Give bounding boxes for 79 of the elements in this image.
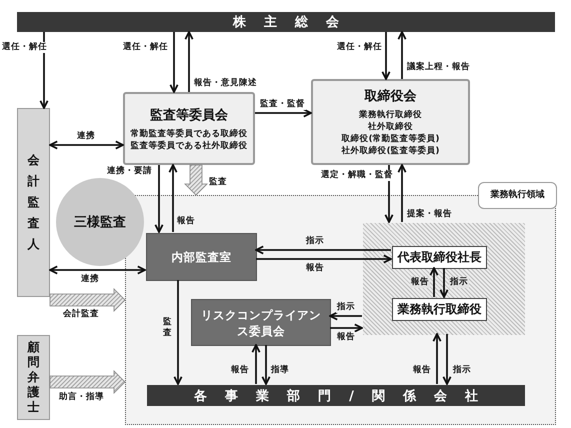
edge-label: 報告	[412, 365, 432, 376]
edge-label: 連携	[76, 131, 96, 142]
arrow	[168, 164, 178, 232]
edge-label: 連携・要請	[106, 166, 153, 177]
edge-label: 選定・解職・監督	[320, 170, 394, 181]
member-text: 社外取締役	[368, 121, 413, 133]
committee-box	[123, 92, 255, 165]
arrow	[184, 31, 194, 92]
arrow	[170, 32, 178, 93]
edge-label: 指導	[270, 365, 290, 376]
arrow	[398, 31, 406, 79]
block-arrow	[184, 164, 208, 196]
arrow	[442, 334, 452, 385]
edge-label: 報告・意見陳述	[193, 78, 258, 89]
edge-label: 連携	[80, 274, 100, 285]
committee-box	[191, 299, 331, 346]
edge-label: 指示	[449, 277, 469, 288]
edge-label: 報告	[176, 216, 196, 227]
edge-label: 選任・解任	[1, 42, 48, 53]
edge-label: 監査・監督	[259, 99, 306, 110]
block-arrow	[50, 288, 126, 312]
area-tab: 業務執行領域	[478, 182, 557, 209]
division-bar	[147, 385, 525, 406]
box-label: 代表取締役社長	[398, 249, 482, 266]
arrow	[440, 268, 448, 298]
member-text: 業務執行取締役	[359, 109, 422, 121]
vertical-label: 会計監査人	[28, 152, 40, 253]
edge-label: 報告	[410, 277, 430, 288]
arrow	[255, 246, 391, 254]
arrow	[329, 312, 362, 320]
box-label: リスクコンプライアンス委員会	[200, 306, 322, 338]
member-text: 監査等委員である社外取締役	[130, 140, 248, 152]
arrow	[430, 267, 438, 297]
edge-label: 選任・解任	[336, 42, 383, 53]
edge-label: 選任・解任	[122, 42, 169, 53]
edge-label: 監査	[208, 177, 228, 188]
member-text: 社外取締役(監査等委員)	[342, 145, 440, 157]
edge-label: 助言・指導	[58, 392, 105, 403]
edge-label: 報告	[230, 365, 250, 376]
edge-label: 議案上程・報告	[406, 62, 471, 73]
arrow	[255, 108, 312, 118]
arrow	[262, 345, 270, 385]
auditor-box	[17, 108, 50, 297]
box-label: 業務執行取締役	[398, 301, 482, 318]
bar-title: 株主総会	[233, 14, 357, 31]
arrow	[252, 344, 260, 384]
vertical-label: 顧問弁護士	[28, 340, 40, 415]
lawyer-box	[17, 335, 50, 420]
box-label: 内部監査室	[172, 249, 232, 265]
president-box	[392, 246, 487, 269]
arrow	[398, 164, 406, 222]
header-bar	[17, 12, 555, 32]
arrow	[382, 32, 390, 80]
audit-office-box	[146, 233, 257, 281]
arrow	[49, 266, 146, 274]
arrow	[330, 324, 363, 332]
edge-label: 指示	[452, 365, 472, 376]
arrow	[256, 254, 392, 264]
director-box	[392, 298, 487, 321]
arrow	[154, 165, 164, 233]
edge-label: 報告	[336, 332, 356, 343]
arrow	[174, 280, 182, 385]
arrow	[49, 140, 124, 150]
member-text: 取締役(常勤監査等委員)	[342, 133, 440, 145]
arrow	[432, 333, 442, 384]
board-box	[311, 79, 470, 165]
edge-label: 会計監査	[62, 309, 100, 320]
circle-label: 三様監査	[74, 214, 126, 231]
hatched-panel	[363, 223, 525, 335]
box-title: 取締役会	[364, 88, 416, 105]
bar-title: 各事業部門/関係会社	[194, 388, 496, 404]
block-arrow	[50, 370, 126, 394]
edge-label: 報告	[305, 263, 325, 274]
edge-label: 提案・報告	[406, 209, 453, 220]
edge-label: 指示	[336, 302, 356, 313]
member-text: 常勤監査等委員である取締役	[130, 128, 248, 140]
arrow	[384, 165, 394, 223]
box-title: 監査等委員会	[150, 106, 228, 124]
edge-label: 指示	[305, 236, 325, 247]
